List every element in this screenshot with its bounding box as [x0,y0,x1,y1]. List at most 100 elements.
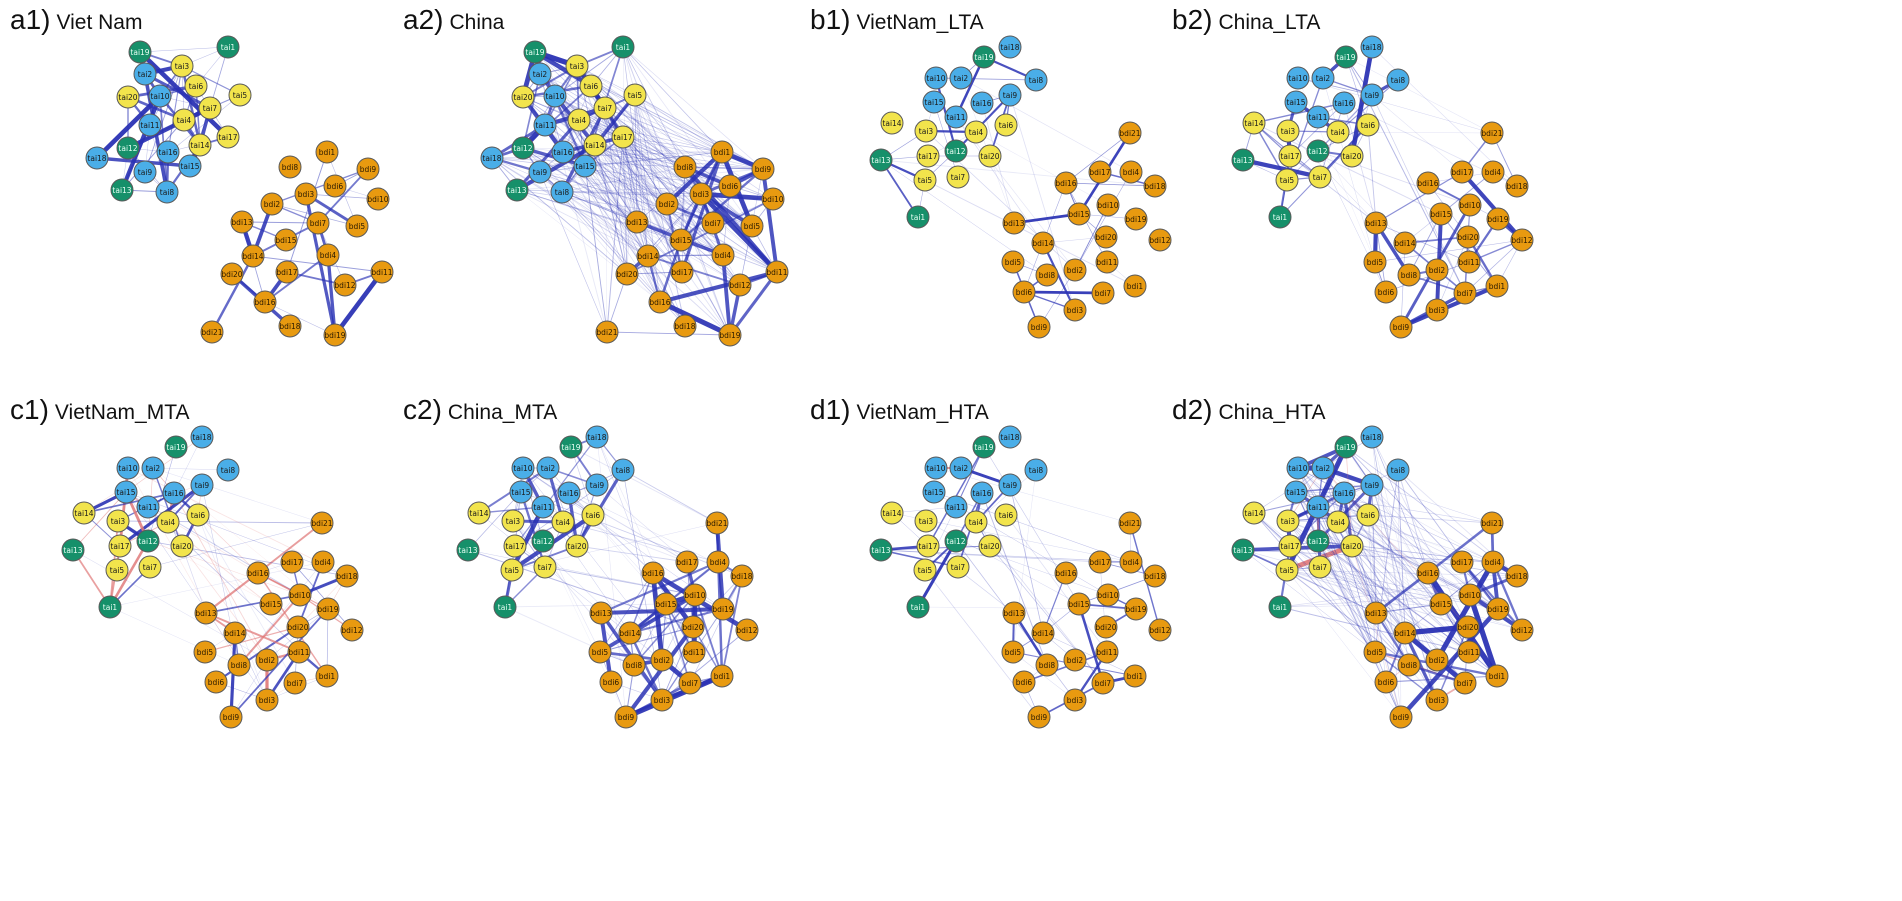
node-circle [178,154,202,178]
node-tai18: tai18 [480,146,504,170]
node-label: tai13 [63,546,82,555]
node-label: bdi14 [1394,239,1415,248]
node-bdi10: bdi10 [761,187,785,211]
network-edge [880,549,959,568]
node-label: tai6 [999,511,1014,520]
node-tai14: tai14 [72,501,96,525]
node-label: tai3 [570,62,585,71]
network-edge [1065,132,1131,184]
node-label: bdi18 [674,322,695,331]
node-label: bdi13 [626,218,647,227]
network-edge [515,143,597,192]
node-bdi6: bdi6 [204,670,228,694]
node-label: tai15 [511,488,530,497]
node-bdi12: bdi12 [1148,228,1172,252]
node-bdi21: bdi21 [705,511,729,535]
network-edge [491,151,723,159]
panel-id: d2) [1172,394,1213,425]
node-label: tai20 [567,542,586,551]
node-label: bdi9 [223,713,240,722]
network-edge [1371,94,1463,173]
node-tai7: tai7 [198,96,222,120]
network-edge [576,65,628,275]
node-circle [1024,458,1048,482]
node-circle [1429,592,1453,616]
node-circle [340,618,364,642]
network-edge [1023,290,1104,295]
node-circle [1397,263,1421,287]
node-tai10: tai10 [1286,456,1310,480]
network-edge [1253,512,1376,653]
node-label: bdi6 [1378,288,1395,297]
node-bdi17: bdi17 [1088,550,1112,574]
node-bdi13: bdi13 [1364,211,1388,235]
node-circle [1148,228,1172,252]
node-label: bdi3 [1067,696,1084,705]
node-circle [480,146,504,170]
node-bdi18: bdi18 [1143,174,1167,198]
network-edge [665,603,691,684]
node-label: bdi2 [1429,266,1446,275]
node-circle [670,260,694,284]
node-label: tai5 [110,566,125,575]
network-edge [1297,467,1498,677]
node-circle [511,85,535,109]
node-label: tai10 [545,92,564,101]
network-edge [1286,569,1469,628]
network-edge [252,255,383,273]
network-edge [562,151,661,303]
node-bdi8: bdi8 [1035,653,1059,677]
node-label: tai12 [946,537,965,546]
panel-label-a1: a1)Viet Nam [10,6,142,34]
network-edge [1005,514,1108,653]
node-label: bdi5 [1005,648,1022,657]
node-label: bdi11 [1458,648,1479,657]
node-circle [673,314,697,338]
node-label: tai14 [1244,119,1263,128]
node-bdi4: bdi4 [1119,550,1143,574]
node-tai17: tai17 [108,534,132,558]
node-label: tai12 [1308,537,1327,546]
node-circle [1360,473,1384,497]
node-circle [1001,640,1025,664]
node-tai2: tai2 [141,456,165,480]
node-circle [1094,225,1118,249]
node-tai8: tai8 [1386,458,1410,482]
network-edge [1295,491,1376,653]
node-bdi1: bdi1 [315,140,339,164]
node-circle [880,111,904,135]
node-circle [116,85,140,109]
node-bdi4: bdi4 [1481,160,1505,184]
network-edge [634,94,764,170]
node-label: bdi11 [371,268,392,277]
node-label: tai8 [1391,466,1406,475]
network-edge [516,189,682,241]
node-label: tai17 [110,542,129,551]
node-bdi2: bdi2 [260,192,284,216]
node-label: tai9 [1003,91,1018,100]
network-edge [539,73,741,286]
node-bdi4: bdi4 [706,550,730,574]
network-edge [326,254,337,336]
network-edge [570,446,594,516]
network-edge [634,94,723,153]
node-label: tai5 [1280,566,1295,575]
node-tai17: tai17 [611,125,635,149]
node-label: tai20 [980,152,999,161]
node-circle [1425,298,1449,322]
node-label: bdi1 [319,148,336,157]
network-edge [1322,467,1376,653]
node-label: tai16 [553,148,572,157]
node-label: tai8 [555,188,570,197]
network-edge [927,545,1015,614]
node-tai15: tai15 [509,480,533,504]
node-label: bdi8 [231,661,248,670]
network-edge [509,506,546,571]
node-label: tai14 [190,141,209,150]
node-label: bdi13 [1003,219,1024,228]
node-label: tai3 [506,517,521,526]
node-label: bdi2 [264,200,281,209]
node-label: tai4 [177,116,192,125]
node-label: tai11 [138,503,157,512]
node-circle [611,458,635,482]
